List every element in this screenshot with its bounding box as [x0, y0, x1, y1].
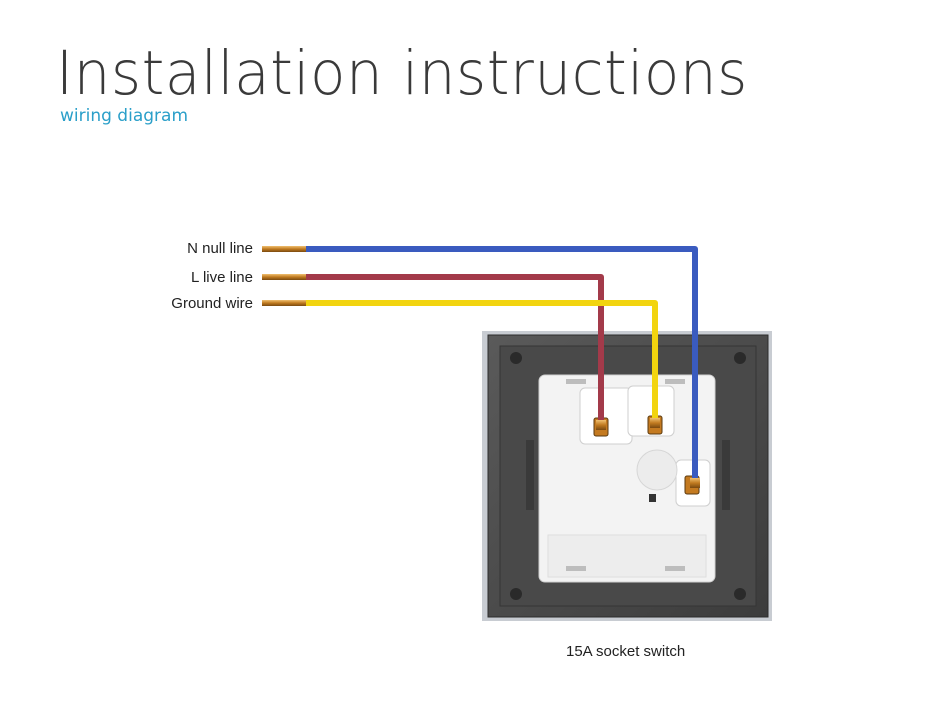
wire-neutral-path — [306, 246, 698, 484]
module-slot — [649, 494, 656, 502]
copper-end — [262, 246, 308, 252]
screw-hole — [734, 588, 746, 600]
module-latch — [566, 566, 586, 571]
module-latch — [665, 566, 685, 571]
wire-neutral — [262, 246, 700, 488]
copper-tip — [690, 478, 700, 488]
socket-device — [482, 331, 772, 621]
page-subtitle: wiring diagram — [60, 106, 188, 126]
side-clip — [526, 440, 534, 510]
wire-live — [262, 274, 606, 430]
wire-label-neutral: N null line — [187, 240, 253, 257]
screw-hole — [510, 352, 522, 364]
wire-label-live: L live line — [191, 269, 253, 286]
module-latch — [566, 379, 586, 384]
copper-end — [262, 274, 308, 280]
copper-end — [262, 300, 308, 306]
module-latch — [665, 379, 685, 384]
screw-hole — [510, 588, 522, 600]
copper-tip — [650, 418, 660, 428]
center-boss — [636, 449, 678, 491]
screw-hole — [734, 352, 746, 364]
wire-ground-path — [306, 300, 658, 424]
copper-tip — [596, 420, 606, 430]
wires — [262, 246, 700, 488]
device-caption: 15A socket switch — [566, 643, 686, 660]
side-clip — [722, 440, 730, 510]
wire-ground — [262, 300, 660, 428]
wire-label-ground: Ground wire — [171, 295, 253, 312]
wire-live-path — [306, 274, 604, 426]
page-title: Installation instructions — [56, 37, 748, 109]
